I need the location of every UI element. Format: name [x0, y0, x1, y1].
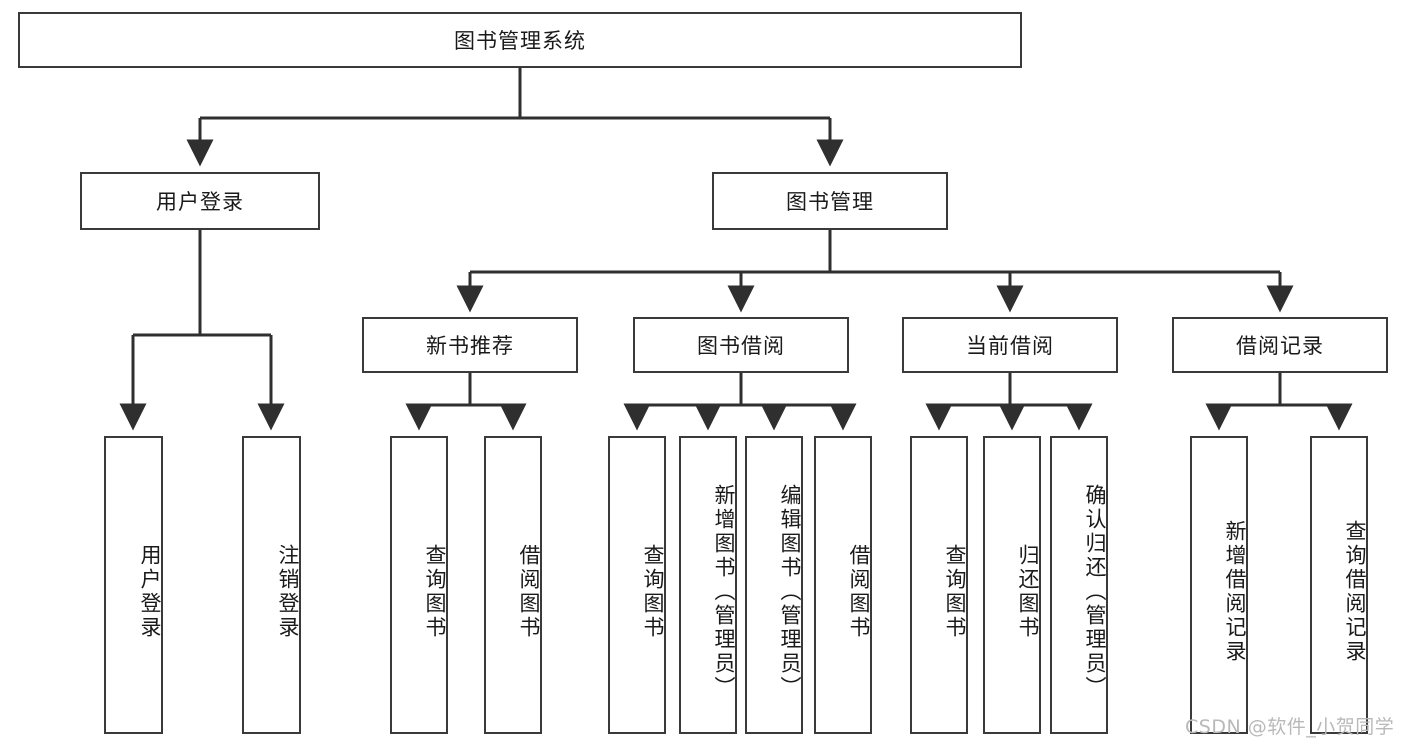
- node-borrow-record-label: 借阅记录: [1236, 334, 1324, 358]
- node-book-borrow[interactable]: 图书借阅: [633, 317, 849, 373]
- node-leaf-query-book-current-label: 查询图书: [943, 544, 967, 640]
- node-current-borrow[interactable]: 当前借阅: [902, 317, 1118, 373]
- node-book-manage-label: 图书管理: [786, 190, 874, 214]
- node-leaf-query-book-borrow-label: 查询图书: [641, 544, 665, 640]
- node-book-borrow-label: 图书借阅: [697, 334, 785, 358]
- node-leaf-user-login-label: 用户登录: [138, 544, 162, 640]
- node-leaf-edit-book-admin[interactable]: 编辑图书（管理员）: [745, 436, 803, 734]
- node-leaf-edit-book-admin-label: 编辑图书（管理员）: [778, 484, 802, 700]
- node-leaf-borrow-book-newbook[interactable]: 借阅图书: [484, 436, 542, 734]
- node-leaf-confirm-return-admin-label: 确认归还（管理员）: [1083, 484, 1107, 700]
- node-root-label: 图书管理系统: [454, 29, 586, 53]
- node-leaf-query-book-current[interactable]: 查询图书: [910, 436, 968, 734]
- node-leaf-borrow-book-newbook-label: 借阅图书: [517, 544, 541, 640]
- csdn-watermark: CSDN @软件_小贺同学: [1185, 716, 1395, 738]
- node-leaf-query-book-borrow[interactable]: 查询图书: [608, 436, 666, 734]
- node-leaf-borrow-book-label: 借阅图书: [847, 544, 871, 640]
- node-leaf-return-book-label: 归还图书: [1016, 544, 1040, 640]
- node-new-book-recommend-label: 新书推荐: [426, 334, 514, 358]
- node-leaf-confirm-return-admin[interactable]: 确认归还（管理员）: [1050, 436, 1108, 734]
- node-current-borrow-label: 当前借阅: [966, 334, 1054, 358]
- node-leaf-logout-label: 注销登录: [276, 544, 300, 640]
- node-leaf-query-borrow-record-label: 查询借阅记录: [1343, 520, 1367, 664]
- node-new-book-recommend[interactable]: 新书推荐: [362, 317, 578, 373]
- node-leaf-query-book-newbook-label: 查询图书: [423, 544, 447, 640]
- node-book-manage[interactable]: 图书管理: [712, 172, 948, 230]
- node-leaf-add-book-admin-label: 新增图书（管理员）: [712, 484, 736, 700]
- node-root[interactable]: 图书管理系统: [18, 12, 1022, 68]
- node-leaf-add-borrow-record-label: 新增借阅记录: [1223, 520, 1247, 664]
- node-leaf-return-book[interactable]: 归还图书: [983, 436, 1041, 734]
- node-leaf-user-login[interactable]: 用户登录: [104, 436, 163, 734]
- node-leaf-borrow-book[interactable]: 借阅图书: [814, 436, 872, 734]
- node-leaf-add-book-admin[interactable]: 新增图书（管理员）: [679, 436, 737, 734]
- node-leaf-logout[interactable]: 注销登录: [242, 436, 301, 734]
- node-leaf-query-book-newbook[interactable]: 查询图书: [390, 436, 448, 734]
- node-leaf-add-borrow-record[interactable]: 新增借阅记录: [1190, 436, 1248, 734]
- node-user-login-label: 用户登录: [156, 190, 244, 214]
- node-borrow-record[interactable]: 借阅记录: [1172, 317, 1388, 373]
- node-leaf-query-borrow-record[interactable]: 查询借阅记录: [1310, 436, 1368, 734]
- node-user-login[interactable]: 用户登录: [80, 172, 320, 230]
